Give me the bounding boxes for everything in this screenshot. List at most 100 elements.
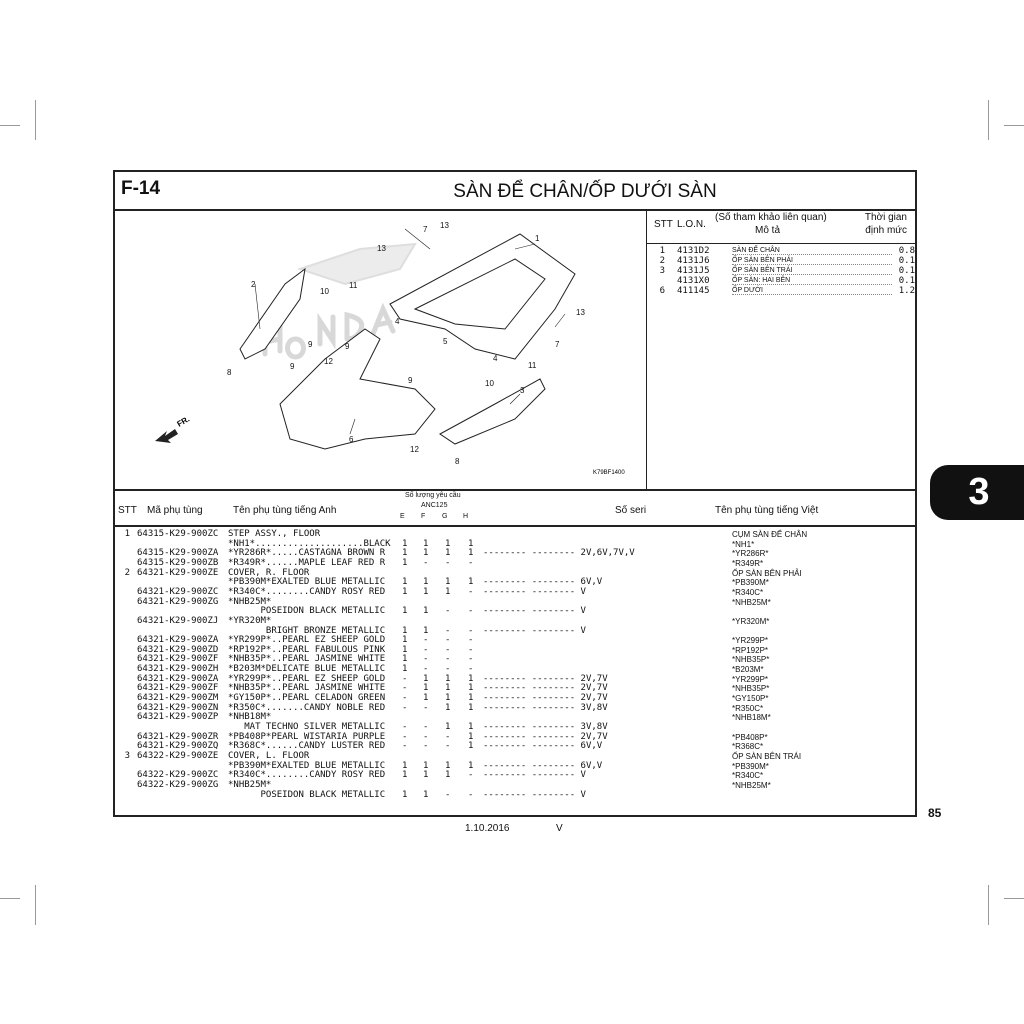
cell-h: 1 bbox=[468, 760, 474, 771]
crop-mark bbox=[988, 100, 989, 140]
page-title: SÀN ĐỂ CHÂN/ỐP DƯỚI SÀN bbox=[453, 181, 717, 202]
callout-13: 13 bbox=[440, 221, 449, 230]
cell-e: 1 bbox=[402, 606, 408, 617]
cell-g: 1 bbox=[445, 538, 451, 549]
table-row: 64321-K29-900ZQ*R368C*......CANDY LUSTER… bbox=[115, 742, 915, 752]
cell-e: 1 bbox=[402, 664, 408, 675]
cell-g: - bbox=[445, 635, 451, 646]
cell-vi: *R340C* bbox=[732, 771, 764, 781]
cell-serial: -------- -------- V bbox=[483, 789, 586, 800]
cell-name: *R350C*.......CANDY NOBLE RED bbox=[228, 702, 386, 713]
cell-vi: *YR299P* bbox=[732, 636, 769, 646]
cell-serial: -------- -------- V bbox=[483, 606, 586, 617]
cell-e: - bbox=[402, 731, 408, 742]
honda-watermark-logo bbox=[262, 242, 417, 360]
cell-name: *R340C*........CANDY ROSY RED bbox=[228, 770, 386, 781]
section-code: F-14 bbox=[121, 178, 161, 199]
cell-serial: -------- -------- 2V,7V bbox=[483, 731, 608, 742]
lon-header-lon: L.O.N. bbox=[677, 219, 706, 230]
cell-f: 1 bbox=[423, 586, 429, 597]
cell-vi: *R349R* bbox=[732, 558, 764, 568]
cell-g: - bbox=[445, 644, 451, 655]
table-row: 64321-K29-900ZG*NHB25M**NHB25M* bbox=[115, 596, 915, 608]
cell-f: 1 bbox=[423, 625, 429, 636]
callout-4: 4 bbox=[395, 317, 400, 326]
catalog-page-frame: F-14 SÀN ĐỂ CHÂN/ỐP DƯỚI SÀN bbox=[113, 170, 917, 817]
cell-h: - bbox=[468, 625, 474, 636]
lon-header-ref: (Số tham khảo liên quan) bbox=[715, 212, 827, 223]
cell-name: *PB390M*EXALTED BLUE METALLIC bbox=[228, 760, 386, 771]
cell-f: - bbox=[423, 654, 429, 665]
table-row: 64322-K29-900ZG*NHB25M**NHB25M* bbox=[115, 780, 915, 791]
callout-9: 9 bbox=[290, 362, 295, 371]
lon-time: 0.1 bbox=[898, 256, 915, 266]
crop-mark bbox=[1004, 125, 1024, 126]
cell-name: *NHB35P*..PEARL JASMINE WHITE bbox=[228, 683, 386, 694]
callout-4: 4 bbox=[493, 354, 498, 363]
cell-e: - bbox=[402, 741, 408, 752]
cell-stt: 3 bbox=[124, 750, 130, 761]
footer-mark: V bbox=[556, 823, 563, 834]
cell-serial: -------- -------- 6V,V bbox=[483, 577, 603, 588]
lon-header-desc: Mô tả bbox=[755, 225, 781, 236]
cell-name: *NHB18M* bbox=[228, 712, 272, 723]
callout-13: 13 bbox=[377, 244, 386, 253]
cell-code: 64321-K29-900ZG bbox=[137, 596, 219, 607]
cell-serial: -------- -------- 3V,8V bbox=[483, 722, 608, 732]
cell-serial: -------- -------- 6V,V bbox=[483, 741, 603, 752]
lon-desc: ỐP SÀN: HAI BÊN bbox=[732, 276, 892, 285]
cell-f: - bbox=[423, 702, 429, 713]
cell-name: *NHB35P*..PEARL JASMINE WHITE bbox=[228, 654, 386, 665]
callout-3: 3 bbox=[520, 386, 525, 395]
callout-1: 1 bbox=[535, 234, 540, 243]
cell-f: - bbox=[423, 722, 429, 732]
cell-g: - bbox=[445, 789, 451, 800]
cell-h: - bbox=[468, 586, 474, 597]
lon-stt: 2 bbox=[659, 256, 665, 266]
header-qty: Số lượng yêu cầu bbox=[405, 492, 461, 499]
cell-vi: *YR299P* bbox=[732, 674, 769, 684]
cell-code: 64315-K29-900ZA bbox=[137, 548, 219, 559]
cell-g: - bbox=[445, 654, 451, 665]
cell-e: 1 bbox=[402, 644, 408, 655]
cell-vi: *NHB18M* bbox=[732, 713, 771, 723]
cell-g: 1 bbox=[445, 693, 451, 704]
cell-g: 1 bbox=[445, 577, 451, 588]
crop-mark bbox=[988, 885, 989, 925]
cell-name: *GY150P*..PEARL CELADON GREEN bbox=[228, 693, 386, 704]
cell-g: 1 bbox=[445, 722, 451, 732]
table-row: 64321-K29-900ZA*YR299P*..PEARL EZ SHEEP … bbox=[115, 636, 915, 646]
callout-8: 8 bbox=[455, 457, 460, 466]
lon-time: 0.1 bbox=[898, 276, 915, 286]
cell-name: POSEIDON BLACK METALLIC bbox=[228, 606, 386, 617]
cell-h: - bbox=[468, 644, 474, 655]
labor-operation-table: STT L.O.N. (Số tham khảo liên quan) Mô t… bbox=[647, 209, 915, 489]
cell-name: MAT TECHNO SILVER METALLIC bbox=[228, 722, 386, 732]
cell-vi: CỤM SÀN ĐỂ CHÂN bbox=[732, 530, 808, 539]
lon-stt: 1 bbox=[659, 246, 665, 256]
table-row: 64321-K29-900ZC*R340C*........CANDY ROSY… bbox=[115, 586, 915, 598]
cell-f: - bbox=[423, 557, 429, 568]
header-model: ANC125 bbox=[421, 502, 448, 509]
header-serial: Số seri bbox=[615, 505, 647, 516]
lon-stt: 3 bbox=[659, 266, 665, 276]
callout-7: 7 bbox=[555, 340, 560, 349]
part-cover-right bbox=[239, 267, 306, 360]
cell-f: 1 bbox=[423, 770, 429, 781]
cell-code: 64321-K29-900ZH bbox=[137, 664, 219, 675]
cell-code: 64321-K29-900ZE bbox=[137, 567, 219, 578]
table-row: 64321-K29-900ZF*NHB35P*..PEARL JASMINE W… bbox=[115, 684, 915, 694]
cell-code: 64321-K29-900ZD bbox=[137, 644, 219, 655]
cell-name: STEP ASSY., FLOOR bbox=[228, 529, 321, 539]
table-row: 64315-K29-900ZB*R349R*......MAPLE LEAF R… bbox=[115, 557, 915, 569]
callout-13: 13 bbox=[576, 308, 585, 317]
lon-code: 4131J5 bbox=[677, 266, 710, 276]
cell-vi: *R340C* bbox=[732, 587, 764, 597]
lon-header-time: Thời gian bbox=[864, 212, 907, 223]
cell-f: 1 bbox=[423, 673, 429, 684]
header-part-no: Mã phụ tùng bbox=[147, 505, 203, 516]
cell-vi: *R350C* bbox=[732, 703, 764, 713]
cell-h: 1 bbox=[468, 548, 474, 559]
